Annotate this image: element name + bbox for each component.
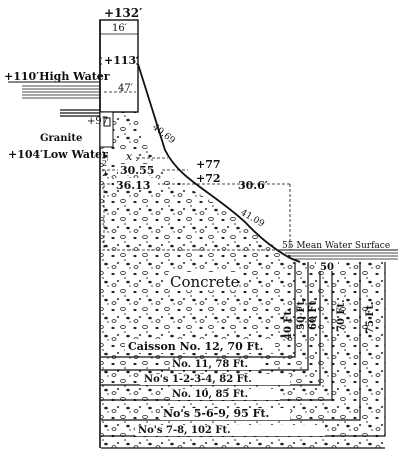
tick-label-1: 2 [102,159,107,168]
water-lines-right [280,249,398,260]
depth-70-label: 70 Ft. [336,299,347,332]
top-width-label: 16′ [112,23,128,34]
concrete-label: Concrete [170,273,240,291]
high-water-label: +110′High Water [4,70,110,83]
caisson-label-bands [125,339,325,436]
dim-30-55-label: 30.55 [120,164,154,177]
caisson-11-label: No. 11, 78 Ft. [172,359,248,370]
dim-30-6-label: 30.6′ [238,179,268,192]
depth-60-label: 60 Ft. [308,297,319,330]
elev-top-label: +132′ [104,6,142,20]
water-lines-left [8,81,100,117]
depth-50-label: 50 Ft. [296,297,307,330]
caisson-1234-label: No's 1-2-3-4, 82 Ft. [144,374,252,385]
granite-label: Granite [40,133,82,144]
mean-water-label: 55 Mean Water Surface [282,241,390,251]
caisson-12-label: Caisson No. 12, 70 Ft. [128,340,263,353]
dim-36-13-label: 36.13 [116,179,150,192]
granite-facing [99,111,114,148]
dam-face [99,20,301,448]
tick-label-2: 2 [102,169,107,178]
elev-77-label: +77 [196,158,221,171]
depth-40-label: 40 Ft. [283,307,294,340]
low-water-label: +104′Low Water [8,148,108,161]
depth-75-label: 75 Ft. [365,301,376,334]
dim-x-label: x [126,150,133,163]
elev-97-label: +97 [87,116,108,127]
elev-upper-label: +113′ [104,54,139,67]
elev-72-label: +72 [196,172,221,185]
caisson-569-label: No's 5-6-9, 95 Ft. [163,407,269,420]
berm-width-label: 47′ [118,83,134,94]
caisson-78-label: No's 7-8, 102 Ft. [138,425,231,436]
elev-50-label: 50 [320,262,334,273]
caisson-10-label: No. 10, 85 Ft. [172,389,248,400]
